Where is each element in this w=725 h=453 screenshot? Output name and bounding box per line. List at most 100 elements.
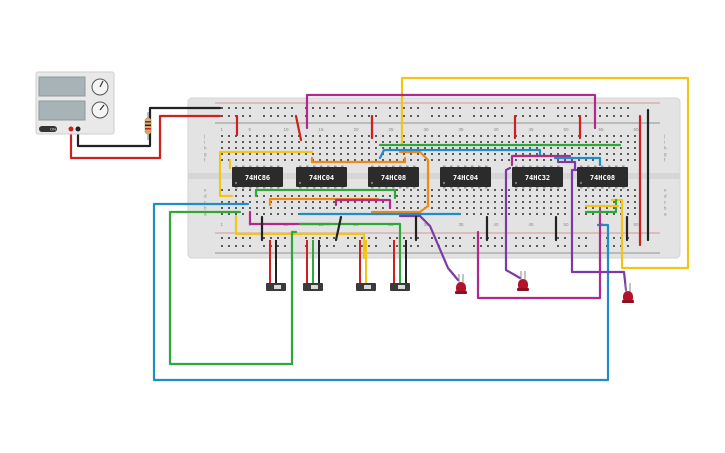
rail-hole[interactable] [235,107,237,109]
terminal-hole[interactable] [354,153,356,155]
rail-hole[interactable] [347,237,349,239]
terminal-hole[interactable] [466,159,468,161]
terminal-hole[interactable] [620,195,622,197]
wire-orange-hook[interactable] [370,150,430,214]
rail-hole[interactable] [228,245,230,247]
terminal-hole[interactable] [599,135,601,137]
rail-hole[interactable] [445,237,447,239]
rail-hole[interactable] [389,237,391,239]
rail-hole[interactable] [480,107,482,109]
terminal-hole[interactable] [473,153,475,155]
terminal-hole[interactable] [270,207,272,209]
leds[interactable] [455,271,634,303]
rail-hole[interactable] [403,245,405,247]
terminal-hole[interactable] [228,135,230,137]
terminal-hole[interactable] [501,195,503,197]
rail-hole[interactable] [501,237,503,239]
terminal-hole[interactable] [417,189,419,191]
terminal-hole[interactable] [529,207,531,209]
terminal-hole[interactable] [312,201,314,203]
slide-switch[interactable] [356,240,376,291]
terminal-hole[interactable] [494,201,496,203]
terminal-hole[interactable] [389,195,391,197]
terminal-hole[interactable] [270,147,272,149]
switch-slider[interactable] [364,285,371,289]
rail-hole[interactable] [564,107,566,109]
terminal-hole[interactable] [438,207,440,209]
terminal-hole[interactable] [445,195,447,197]
terminal-hole[interactable] [445,207,447,209]
terminal-hole[interactable] [375,135,377,137]
ic-chip[interactable]: 74HC08 [368,165,419,189]
terminal-hole[interactable] [585,147,587,149]
terminal-hole[interactable] [452,159,454,161]
rail-hole[interactable] [284,245,286,247]
terminal-hole[interactable] [249,189,251,191]
rail-hole[interactable] [452,237,454,239]
rail-hole[interactable] [375,237,377,239]
terminal-hole[interactable] [410,201,412,203]
terminal-hole[interactable] [599,189,601,191]
wire-magenta-led[interactable] [476,208,602,300]
slide-switch[interactable] [266,240,286,291]
terminal-hole[interactable] [494,207,496,209]
terminal-hole[interactable] [466,141,468,143]
terminal-hole[interactable] [368,153,370,155]
terminal-hole[interactable] [431,147,433,149]
rail-hole[interactable] [235,237,237,239]
terminal-hole[interactable] [305,141,307,143]
terminal-hole[interactable] [508,141,510,143]
rail-hole[interactable] [452,107,454,109]
terminal-hole[interactable] [627,147,629,149]
rail-hole[interactable] [445,107,447,109]
terminal-hole[interactable] [501,207,503,209]
terminal-hole[interactable] [536,189,538,191]
terminal-hole[interactable] [291,153,293,155]
terminal-hole[interactable] [235,159,237,161]
terminal-hole[interactable] [550,159,552,161]
terminal-hole[interactable] [466,201,468,203]
terminal-hole[interactable] [256,141,258,143]
rail-hole[interactable] [459,237,461,239]
wire-magenta-top[interactable] [305,93,597,130]
terminal-hole[interactable] [298,159,300,161]
rail-hole[interactable] [417,245,419,247]
terminal-hole[interactable] [613,135,615,137]
terminal-hole[interactable] [592,141,594,143]
rail-hole[interactable] [459,115,461,117]
terminal-hole[interactable] [354,135,356,137]
terminal-hole[interactable] [375,201,377,203]
terminal-hole[interactable] [543,213,545,215]
terminal-hole[interactable] [417,141,419,143]
terminal-hole[interactable] [543,195,545,197]
terminal-hole[interactable] [480,195,482,197]
terminal-hole[interactable] [557,195,559,197]
terminal-hole[interactable] [459,141,461,143]
terminal-hole[interactable] [417,195,419,197]
terminal-hole[interactable] [235,201,237,203]
rail-hole[interactable] [333,115,335,117]
terminal-hole[interactable] [403,195,405,197]
terminal-hole[interactable] [368,159,370,161]
terminal-hole[interactable] [592,207,594,209]
terminal-hole[interactable] [375,141,377,143]
terminal-hole[interactable] [452,195,454,197]
terminal-hole[interactable] [557,135,559,137]
terminal-hole[interactable] [263,201,265,203]
terminal-hole[interactable] [368,207,370,209]
terminal-hole[interactable] [396,153,398,155]
terminal-hole[interactable] [389,141,391,143]
terminal-hole[interactable] [613,195,615,197]
terminal-hole[interactable] [522,153,524,155]
terminal-hole[interactable] [256,159,258,161]
rail-hole[interactable] [606,115,608,117]
rail-hole[interactable] [620,107,622,109]
wire-red-jumper[interactable] [294,114,303,142]
terminal-hole[interactable] [270,213,272,215]
terminal-hole[interactable] [634,135,636,137]
slide-switches[interactable] [266,240,410,291]
terminal-hole[interactable] [312,135,314,137]
rail-hole[interactable] [368,107,370,109]
terminal-hole[interactable] [431,159,433,161]
rail-hole[interactable] [326,115,328,117]
